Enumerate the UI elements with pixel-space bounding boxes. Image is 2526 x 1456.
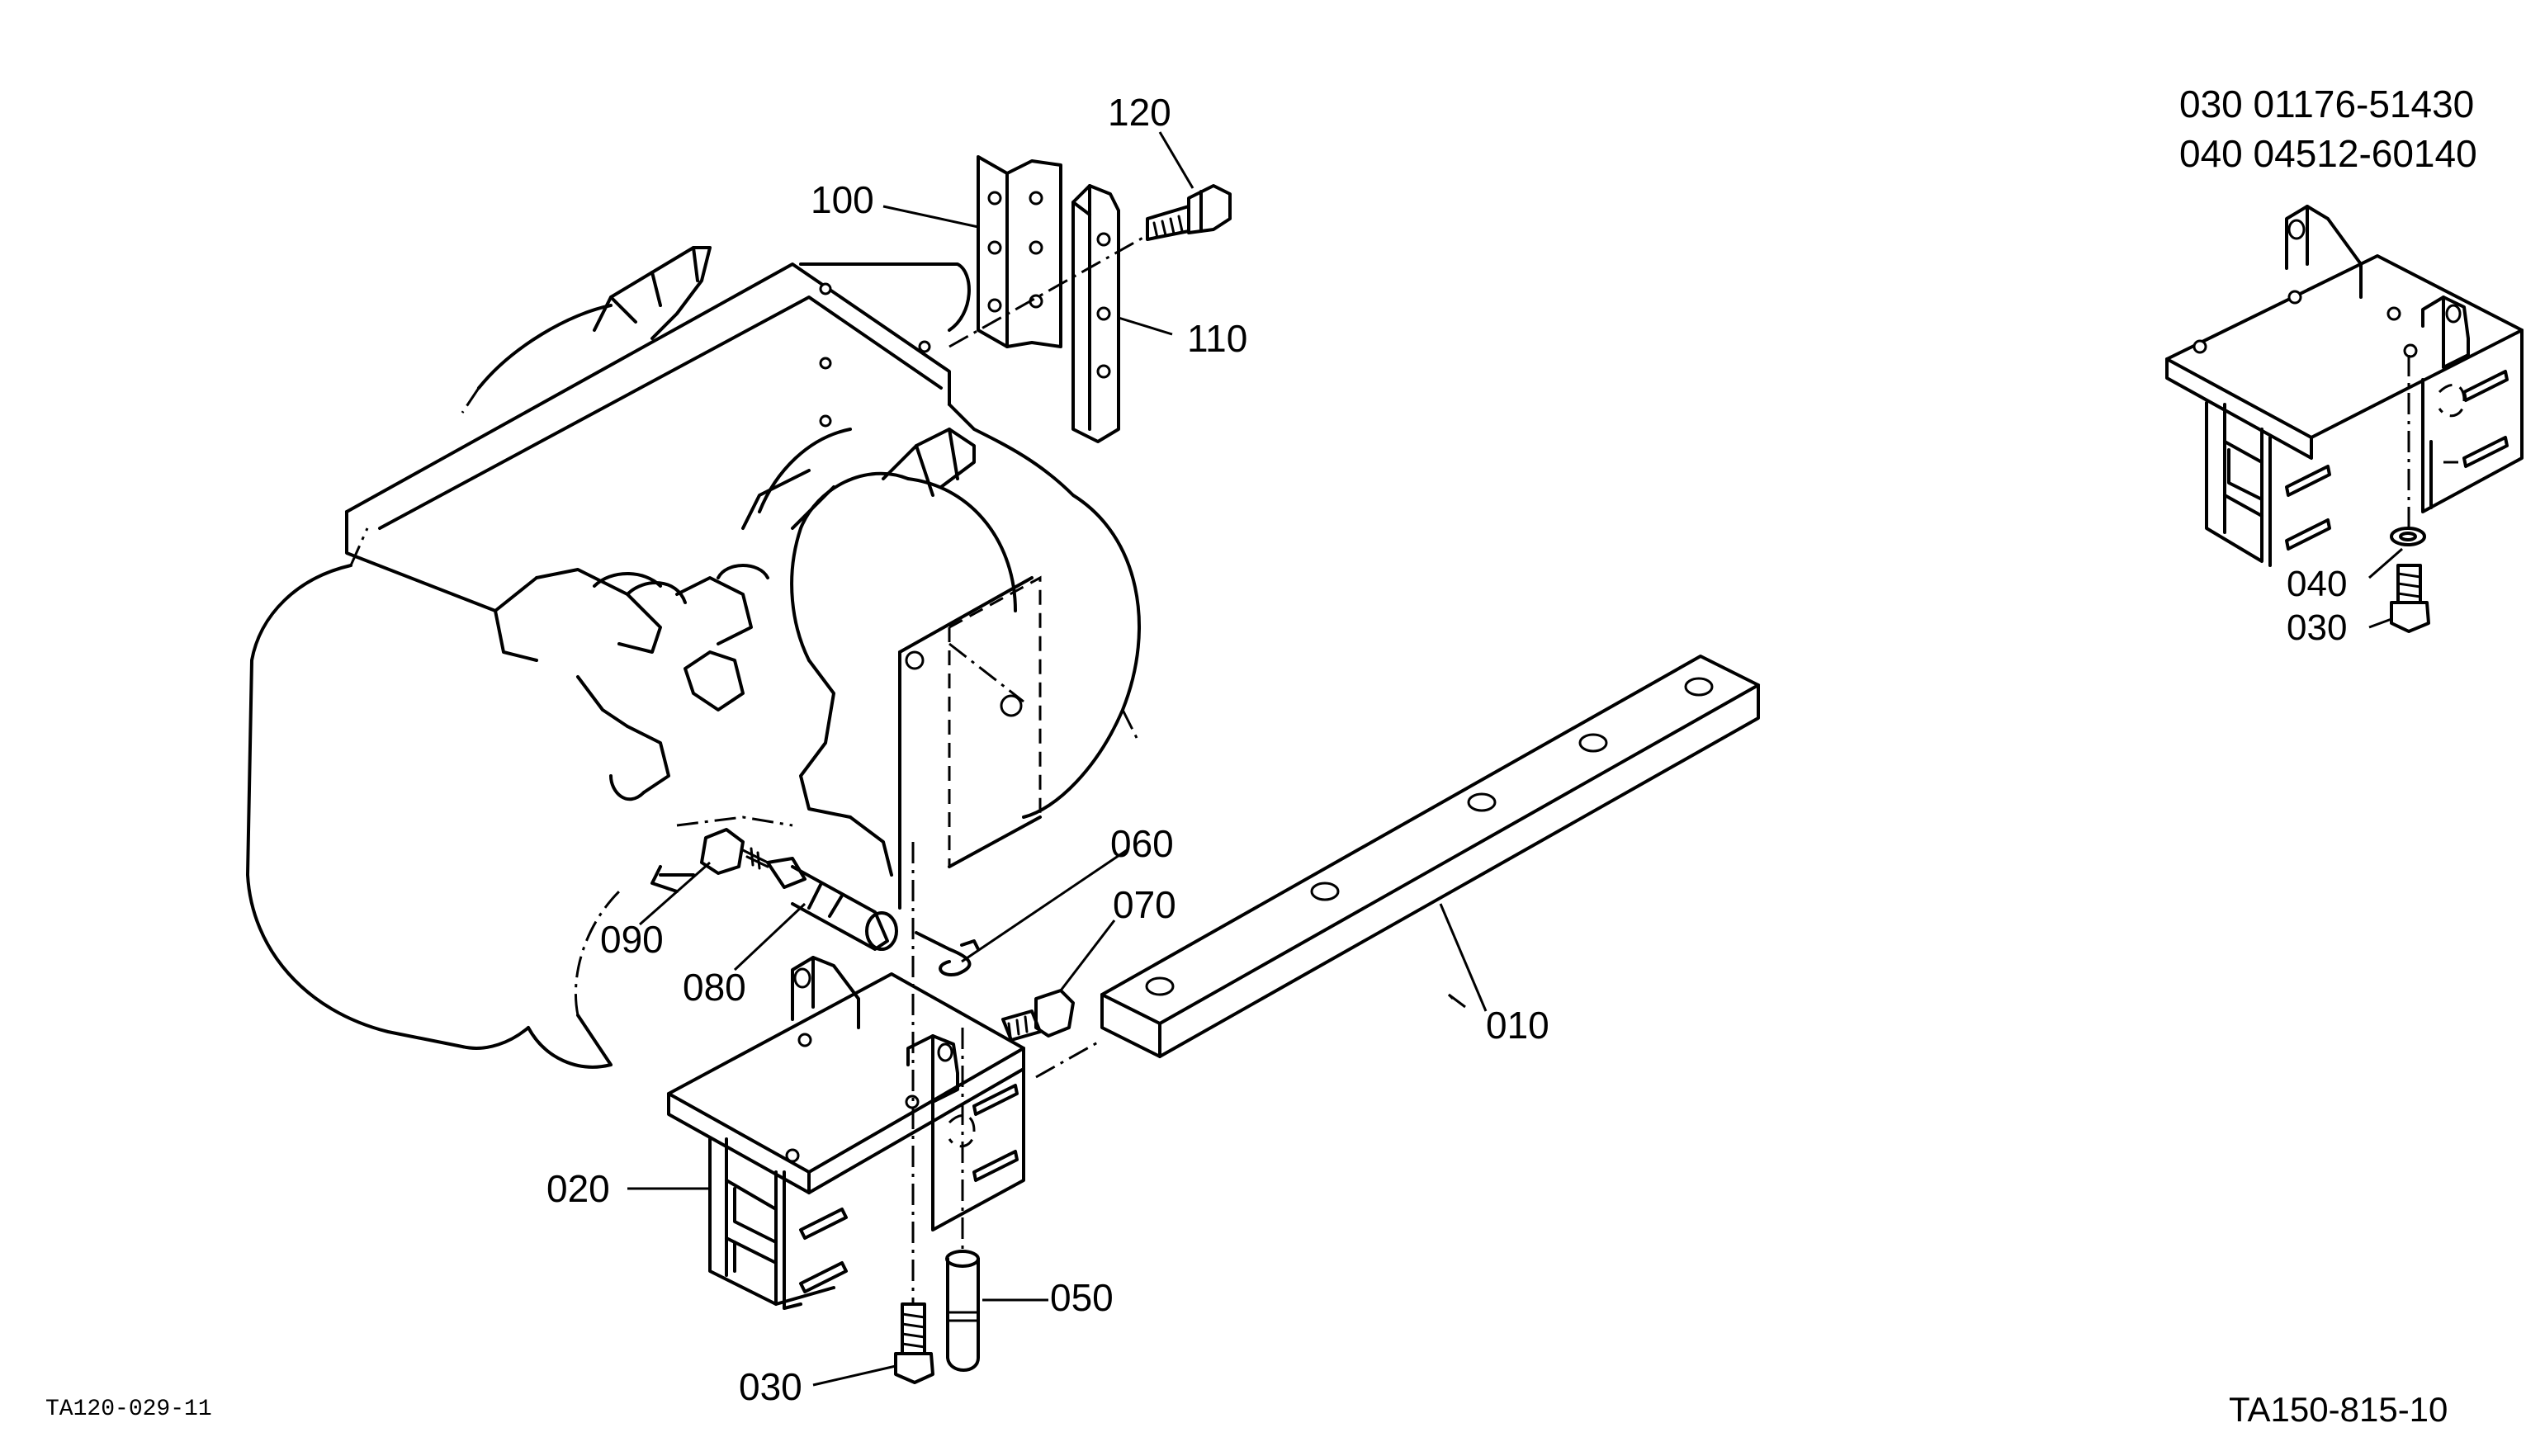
bolt-070 [1001,989,1075,1042]
label-010: 010 [1486,1004,1549,1047]
label-090: 090 [600,918,664,961]
pin-050 [945,1250,980,1372]
drawing-code-right: TA150-815-10 [2229,1390,2448,1429]
pin-060 [915,931,980,976]
label-020: 020 [546,1167,610,1210]
drawing-code-left: TA120-029-11 [45,1397,212,1422]
label-030: 030 [739,1365,802,1408]
bolt-120 [1146,184,1232,241]
plate-110 [1071,184,1120,443]
inset-header-line-1: 030 01176-51430 [2179,83,2474,125]
inset-label-030: 030 [2287,607,2347,648]
bracket-020 [667,956,1025,1310]
bolt-030 [894,1302,934,1384]
leader-lines [627,131,1488,1387]
pin-080 [766,857,898,951]
label-060: 060 [1110,822,1174,865]
label-120: 120 [1108,91,1171,134]
inset-bracket [2165,205,2524,567]
bar-centerline [1035,1038,1103,1079]
drawbar-010 [1100,655,1760,1058]
label-070: 070 [1113,883,1176,926]
label-100: 100 [811,178,874,221]
label-050: 050 [1050,1276,1114,1319]
label-080: 080 [683,966,746,1009]
inset-leader-040 [2368,547,2403,579]
inset-label-040: 040 [2287,564,2347,604]
bolt-090 [700,828,769,875]
inset-bolt-030 [2390,564,2430,633]
inset-washer-040 [2390,527,2426,546]
inset-leader-030 [2368,617,2392,629]
engine-body [246,246,1141,1069]
plate-100 [977,155,1062,348]
label-110: 110 [1187,317,1247,360]
inset-header-line-2: 040 04512-60140 [2179,132,2477,175]
